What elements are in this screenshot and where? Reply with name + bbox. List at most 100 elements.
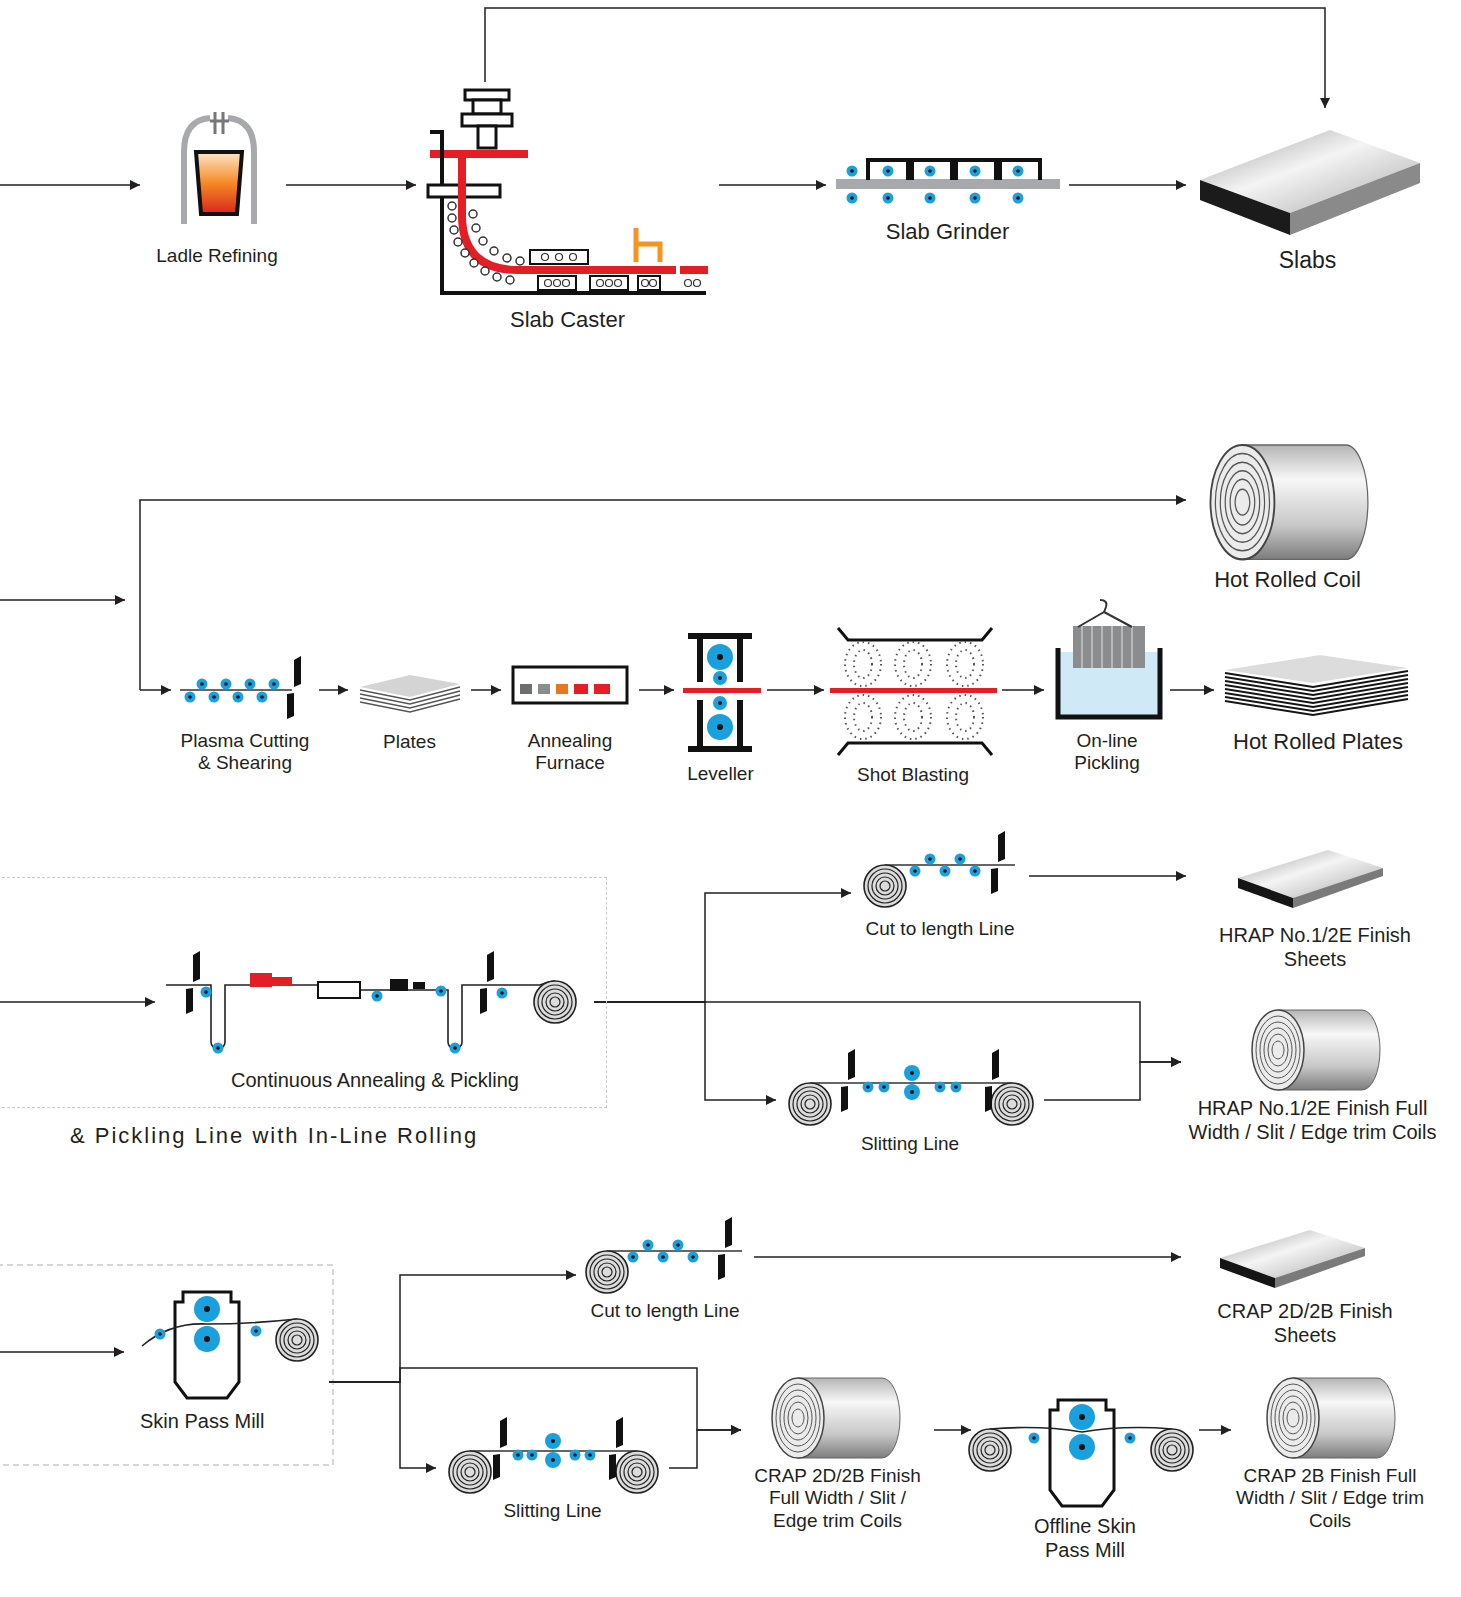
shot-blasting-icon	[845, 642, 983, 739]
cap-line-icon	[480, 951, 494, 1014]
slitting-line-icon	[910, 1090, 914, 1094]
slab-grinder-icon	[883, 193, 894, 204]
stage-label: Slabs	[1190, 247, 1425, 274]
process-stage: CRAP 2D/2B Finish Full Width / Slit / Ed…	[745, 1378, 930, 1532]
slitting-line-icon	[449, 1417, 658, 1493]
slab-caster-icon	[615, 280, 622, 287]
slab-caster-icon	[542, 254, 549, 261]
slitting-line-icon	[616, 1451, 658, 1493]
leveller-icon	[718, 676, 722, 680]
shot-blasting-icon	[947, 642, 983, 686]
flow-arrow	[1002, 689, 1044, 691]
slab-caster-icon	[570, 254, 577, 261]
sheet-icon	[1238, 850, 1383, 908]
process-stage: Continuous Annealing & Pickling	[160, 945, 590, 1093]
cut-to-length-icon	[688, 1252, 699, 1263]
slab-caster-icon	[538, 276, 576, 290]
slab-grinder-icon	[883, 166, 894, 177]
slab-grinder-icon	[868, 160, 1040, 180]
process-stage: Hot Rolled Coil	[1190, 442, 1385, 593]
slab-caster-icon	[606, 280, 613, 287]
stage-label: & Pickling Line with In-Line Rolling	[0, 1123, 607, 1149]
cut-to-length-icon	[864, 865, 906, 907]
cut-to-length-icon	[925, 854, 936, 865]
feed-arrow	[140, 689, 171, 691]
slab-caster-icon	[545, 280, 552, 287]
plates-stack-icon	[1225, 655, 1408, 715]
slitting-line-icon	[935, 1082, 946, 1093]
slitting-line-icon	[609, 1417, 623, 1480]
slab-caster-icon	[685, 280, 692, 287]
cap-line-icon	[213, 1043, 224, 1054]
shot-blasting-icon	[956, 650, 974, 678]
slitting-line-icon	[513, 1450, 524, 1461]
shot-blasting-icon	[956, 703, 974, 731]
slitting-line-icon	[570, 1450, 581, 1461]
feed-arrow	[0, 184, 140, 186]
slab-caster-icon	[430, 132, 706, 293]
stage-label: Slitting Line	[440, 1500, 665, 1522]
plasma-cutting-icon	[269, 679, 280, 690]
cap-line-icon	[186, 951, 200, 1014]
slitting-line-icon	[545, 1433, 561, 1449]
cut-to-length-icon	[991, 831, 1005, 894]
coil-icon	[772, 1378, 900, 1458]
process-stage: Skin Pass Mill	[130, 1288, 325, 1434]
slab-caster-icon	[448, 202, 456, 210]
plasma-cutting-icon	[209, 692, 220, 703]
flow-arrow	[754, 1256, 1181, 1258]
sheet-icon	[1220, 1230, 1365, 1288]
skin-pass-mill-icon	[276, 1319, 318, 1361]
slitting-line-icon	[951, 1082, 962, 1093]
process-stage: Plasma Cutting & Shearing	[175, 655, 315, 775]
furnace-icon	[556, 684, 568, 694]
pickling-tank-icon	[1073, 626, 1145, 668]
cut-to-length-icon	[643, 1240, 654, 1251]
slitting-line-icon	[904, 1084, 920, 1100]
feed-arrow	[0, 599, 125, 601]
flow-arrow	[329, 1368, 741, 1430]
skin-pass-mill-icon	[1029, 1433, 1040, 1444]
flow-arrow	[329, 1382, 436, 1468]
stage-label: Cut to length Line	[580, 1300, 750, 1322]
flow-arrow	[1069, 184, 1186, 186]
stage-label: Continuous Annealing & Pickling	[160, 1069, 590, 1093]
plasma-cutting-icon	[233, 692, 244, 703]
process-stage: Leveller	[678, 630, 763, 785]
coil-icon	[1267, 1378, 1395, 1458]
process-stage: Slitting Line	[780, 1062, 1040, 1155]
flow-arrow	[286, 184, 416, 186]
leveller-icon	[717, 724, 723, 730]
cap-line-icon	[201, 987, 212, 998]
pickling-tank-icon	[1082, 626, 1132, 668]
stage-label: HRAP No.1/2E Finish Full Width / Slit / …	[1185, 1097, 1440, 1144]
cut-to-length-icon	[718, 1217, 732, 1280]
process-stage: Slabs	[1190, 112, 1425, 274]
skin-pass-mill-icon	[155, 1329, 166, 1340]
slab-grinder-icon	[836, 179, 1060, 189]
plates-icon	[360, 699, 460, 712]
stage-label: Offline Skin Pass Mill	[1020, 1515, 1150, 1562]
ladle-icon	[210, 112, 229, 134]
plates-stack-icon	[1225, 699, 1408, 715]
feed-arrow	[0, 1001, 155, 1003]
slab-caster-icon	[454, 238, 462, 246]
slab-grinder-icon	[925, 166, 936, 177]
slab-grinder-icon	[847, 193, 858, 204]
cap-line-icon	[497, 988, 508, 999]
shot-blasting-icon	[947, 695, 983, 739]
stage-label: Ladle Refining	[152, 245, 282, 267]
leveller-icon	[713, 671, 727, 685]
stage-label: Annealing Furnace	[515, 730, 625, 775]
slitting-line-icon	[789, 1083, 831, 1125]
slitting-line-icon	[551, 1439, 555, 1443]
skin-pass-mill-icon	[142, 1319, 297, 1346]
slab-caster-icon	[545, 280, 701, 287]
slitting-line-icon	[985, 1049, 999, 1112]
leveller-icon	[683, 688, 761, 693]
cap-line-icon	[166, 951, 576, 1054]
slitting-line-icon	[493, 1417, 507, 1480]
shot-blasting-icon	[830, 628, 997, 755]
cut-to-length-icon	[940, 866, 951, 877]
